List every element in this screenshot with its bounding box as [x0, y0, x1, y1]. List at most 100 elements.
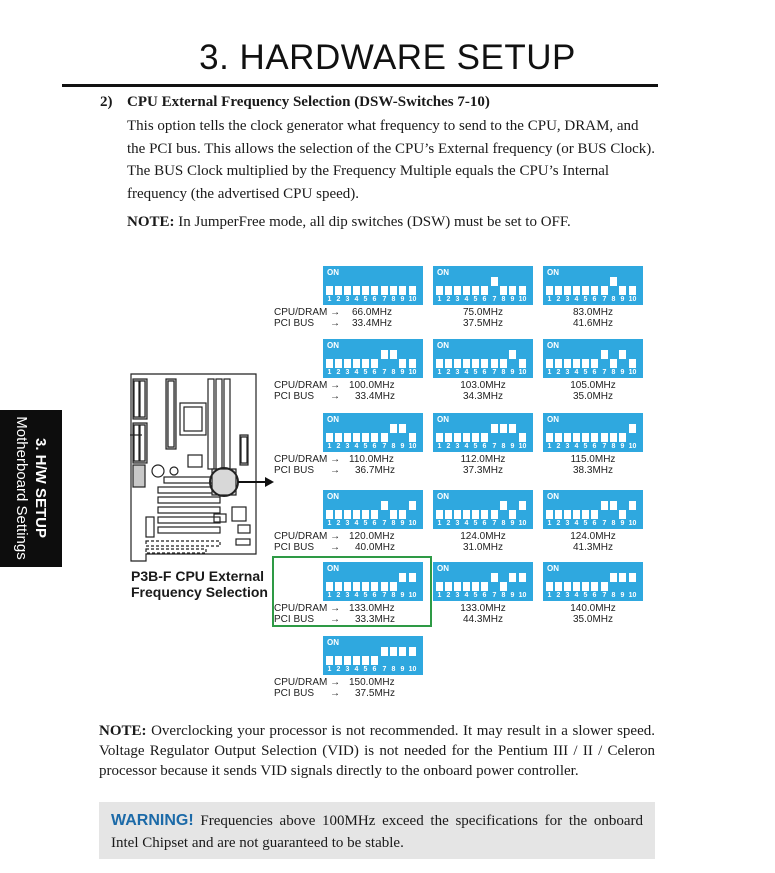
switch-number: 4 [464, 592, 469, 599]
dip-switch-knob [399, 501, 406, 510]
dip-switch-knob [390, 433, 397, 442]
dip-switch-slot [509, 277, 516, 295]
dip-switch-slot [436, 350, 443, 368]
dip-switch-knob [555, 424, 562, 433]
switch-number: 9 [510, 592, 515, 599]
dip-switch-knob [555, 350, 562, 359]
pci-frequency: 40.0MHz [355, 542, 396, 553]
switch-number: 2 [446, 296, 451, 303]
dip-switch-knob [472, 424, 479, 433]
warning-label: WARNING! [111, 812, 194, 829]
switch-number: 8 [611, 592, 616, 599]
dip-switch-slot [326, 350, 333, 368]
dip-switch-knob [564, 501, 571, 510]
switch-number: 7 [492, 296, 497, 303]
dip-switch-knob [629, 582, 636, 591]
on-label: ON [547, 415, 559, 424]
dip-switch-knob [353, 424, 360, 433]
dip-switch-slot [335, 501, 342, 519]
dip-switch-slot [463, 501, 470, 519]
dip-switch-knob [353, 501, 360, 510]
pci-frequency: 41.6MHz [572, 318, 613, 329]
highlighted-setting [272, 556, 432, 627]
dip-switch-slot [399, 573, 406, 591]
dip-switch-knob [381, 573, 388, 582]
dip-switch-knob [381, 510, 388, 519]
dip-switch-slot [619, 350, 626, 368]
cpu-dram-label: CPU/DRAM → [274, 454, 341, 465]
dip-switch-knob [591, 501, 598, 510]
switch-number: 3 [455, 592, 460, 599]
dip-switch-knob [390, 359, 397, 368]
dip-switch-knob [573, 501, 580, 510]
dip-switch-slot [601, 424, 608, 442]
pci-frequency: 37.3MHz [462, 465, 503, 476]
dip-switch-knob [555, 573, 562, 582]
dip-switch-knob [326, 501, 333, 510]
cpu-dram-label: CPU/DRAM → [274, 307, 341, 318]
dip-switch-knob [326, 424, 333, 433]
bus-labels: CPU/DRAM →PCI BUS→ [274, 307, 344, 329]
dip-switch-knob [399, 350, 406, 359]
switch-number: 5 [583, 443, 588, 450]
switch-number: 7 [492, 520, 497, 527]
switch-number: 2 [556, 443, 561, 450]
dip-switch-slot [601, 350, 608, 368]
switch-number: 2 [336, 296, 341, 303]
switch-number: 10 [628, 520, 637, 527]
dip-switch-slot [519, 424, 526, 442]
on-label: ON [437, 268, 449, 277]
switch-number: 9 [620, 520, 625, 527]
dip-switch-knob [601, 510, 608, 519]
dip-switch-slot [629, 501, 636, 519]
dip-switch-knob [409, 350, 416, 359]
dip-switch-slot [399, 350, 406, 368]
pci-frequency: 37.5MHz [462, 318, 503, 329]
switch-number: 3 [455, 520, 460, 527]
switch-number: 9 [620, 443, 625, 450]
dip-switch-knob [362, 424, 369, 433]
cpu-frequency: 110.0MHz [349, 454, 394, 465]
dip-switch-knob [390, 573, 397, 582]
switch-number: 5 [583, 296, 588, 303]
dip-switch-knob [519, 277, 526, 286]
dip-switch-slot [445, 350, 452, 368]
dip-switch-slot [326, 424, 333, 442]
dip-switch-knob [509, 277, 516, 286]
dip-switch-knob [371, 424, 378, 433]
dip-switch-knob [573, 573, 580, 582]
switch-number: 2 [556, 592, 561, 599]
dip-switch-knob [472, 350, 479, 359]
dip-switch-slot [481, 501, 488, 519]
dip-switch-slot [619, 424, 626, 442]
dip-switch-slot [371, 350, 378, 368]
dip-switch-knob [500, 350, 507, 359]
dip-switch-slot [564, 424, 571, 442]
dip-switch-slot [390, 573, 397, 591]
dip-switch-slot [445, 501, 452, 519]
pci-bus-label: PCI BUS→ [274, 542, 341, 553]
dip-switch-slot [491, 350, 498, 368]
switch-number: 6 [592, 443, 597, 450]
dip-switch-knob [472, 501, 479, 510]
switch-number: 4 [354, 369, 359, 376]
dip-switch-slot [619, 501, 626, 519]
switch-number: 2 [446, 592, 451, 599]
dip-switch-slot [454, 350, 461, 368]
dip-switch-knob [362, 350, 369, 359]
switch-number: 8 [611, 296, 616, 303]
dip-switch-slot [335, 647, 342, 665]
cpu-dram-label: CPU/DRAM → [274, 677, 341, 688]
pci-frequency: 33.3MHz [355, 614, 396, 625]
cpu-dram-label: CPU/DRAM → [274, 531, 341, 542]
dip-switch-knob [573, 424, 580, 433]
dip-switch-knob [381, 359, 388, 368]
dip-switch-knob [344, 573, 351, 582]
switch-number: 8 [501, 296, 506, 303]
switch-number: 1 [547, 296, 552, 303]
switch-number: 5 [583, 369, 588, 376]
